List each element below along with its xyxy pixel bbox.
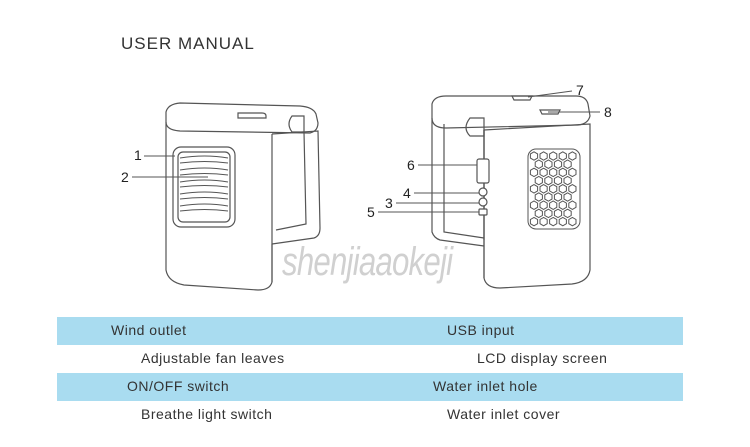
vent-hole	[568, 184, 577, 194]
vent-hole	[558, 184, 567, 194]
vent-hole	[539, 167, 548, 178]
legend-label-2: Adjustable fan leaves	[141, 350, 285, 366]
callout-2: 2	[121, 169, 129, 185]
vent-hole	[563, 159, 572, 169]
legend-label-3: ON/OFF switch	[127, 378, 230, 394]
back-unit	[431, 95, 591, 289]
vent-hole	[529, 184, 539, 194]
vent-hole	[544, 192, 553, 202]
vent-hole	[558, 151, 567, 161]
vent-hole	[534, 192, 543, 202]
vent-hole	[549, 184, 558, 194]
callout-3: 3	[385, 195, 393, 211]
vent-hole	[544, 208, 553, 219]
vent-hole	[553, 208, 563, 219]
vent-hole	[529, 151, 539, 161]
vent-hole	[529, 216, 539, 227]
callout-1: 1	[134, 147, 142, 163]
callout-4: 4	[403, 185, 411, 201]
fan-louvers	[179, 155, 229, 212]
vent-hole	[544, 159, 553, 169]
legend-label-1: Wind outlet	[111, 322, 187, 338]
vent-hole	[549, 216, 558, 227]
callout-6: 6	[407, 157, 415, 173]
parts-legend: Wind outlet USB input Adjustable fan lea…	[57, 317, 683, 429]
manual-title: USER MANUAL	[121, 34, 255, 53]
vent-hole	[534, 159, 543, 169]
front-unit	[165, 102, 321, 291]
product-diagram: 1 2 3 4 5 6 7 8	[121, 82, 612, 291]
vent-hole	[558, 216, 567, 227]
vent-hole	[539, 151, 548, 161]
callout-7: 7	[576, 82, 584, 98]
vent-hole	[558, 167, 567, 178]
vent-hole	[539, 216, 548, 227]
honeycomb-vents	[527, 148, 581, 230]
vent-hole	[568, 151, 577, 161]
vent-hole	[553, 175, 563, 186]
vent-hole	[568, 216, 577, 227]
legend-row: Breathe light switch Water inlet cover	[57, 401, 683, 429]
legend-row: Adjustable fan leaves LCD display screen	[57, 345, 683, 373]
callout-5: 5	[367, 204, 375, 220]
watermark: shenjiaaokeji	[282, 240, 453, 284]
vent-hole	[549, 151, 558, 161]
vent-hole	[553, 192, 563, 202]
vent-hole	[529, 200, 539, 210]
legend-row: Wind outlet USB input	[57, 317, 683, 345]
legend-row: ON/OFF switch Water inlet hole	[57, 373, 683, 401]
vent-hole	[539, 184, 548, 194]
callout-8: 8	[604, 104, 612, 120]
vent-hole	[544, 175, 553, 186]
vent-hole	[568, 200, 577, 210]
vent-hole	[558, 200, 567, 210]
legend-label-6: USB input	[447, 322, 515, 338]
vent-hole	[563, 175, 572, 186]
vent-hole	[563, 192, 572, 202]
vent-hole	[534, 175, 543, 186]
leader-lines	[132, 90, 600, 213]
vent-hole	[529, 167, 539, 178]
vent-hole	[568, 167, 577, 178]
vent-hole	[563, 208, 572, 219]
vent-hole	[549, 200, 558, 210]
legend-label-7: LCD display screen	[477, 350, 608, 366]
vent-hole	[553, 159, 563, 169]
legend-label-5: Water inlet cover	[447, 406, 561, 422]
vent-hole	[539, 200, 548, 210]
legend-label-8: Water inlet hole	[433, 378, 538, 394]
vent-hole	[549, 167, 558, 178]
vent-hole	[534, 208, 543, 219]
legend-label-4: Breathe light switch	[141, 406, 273, 422]
